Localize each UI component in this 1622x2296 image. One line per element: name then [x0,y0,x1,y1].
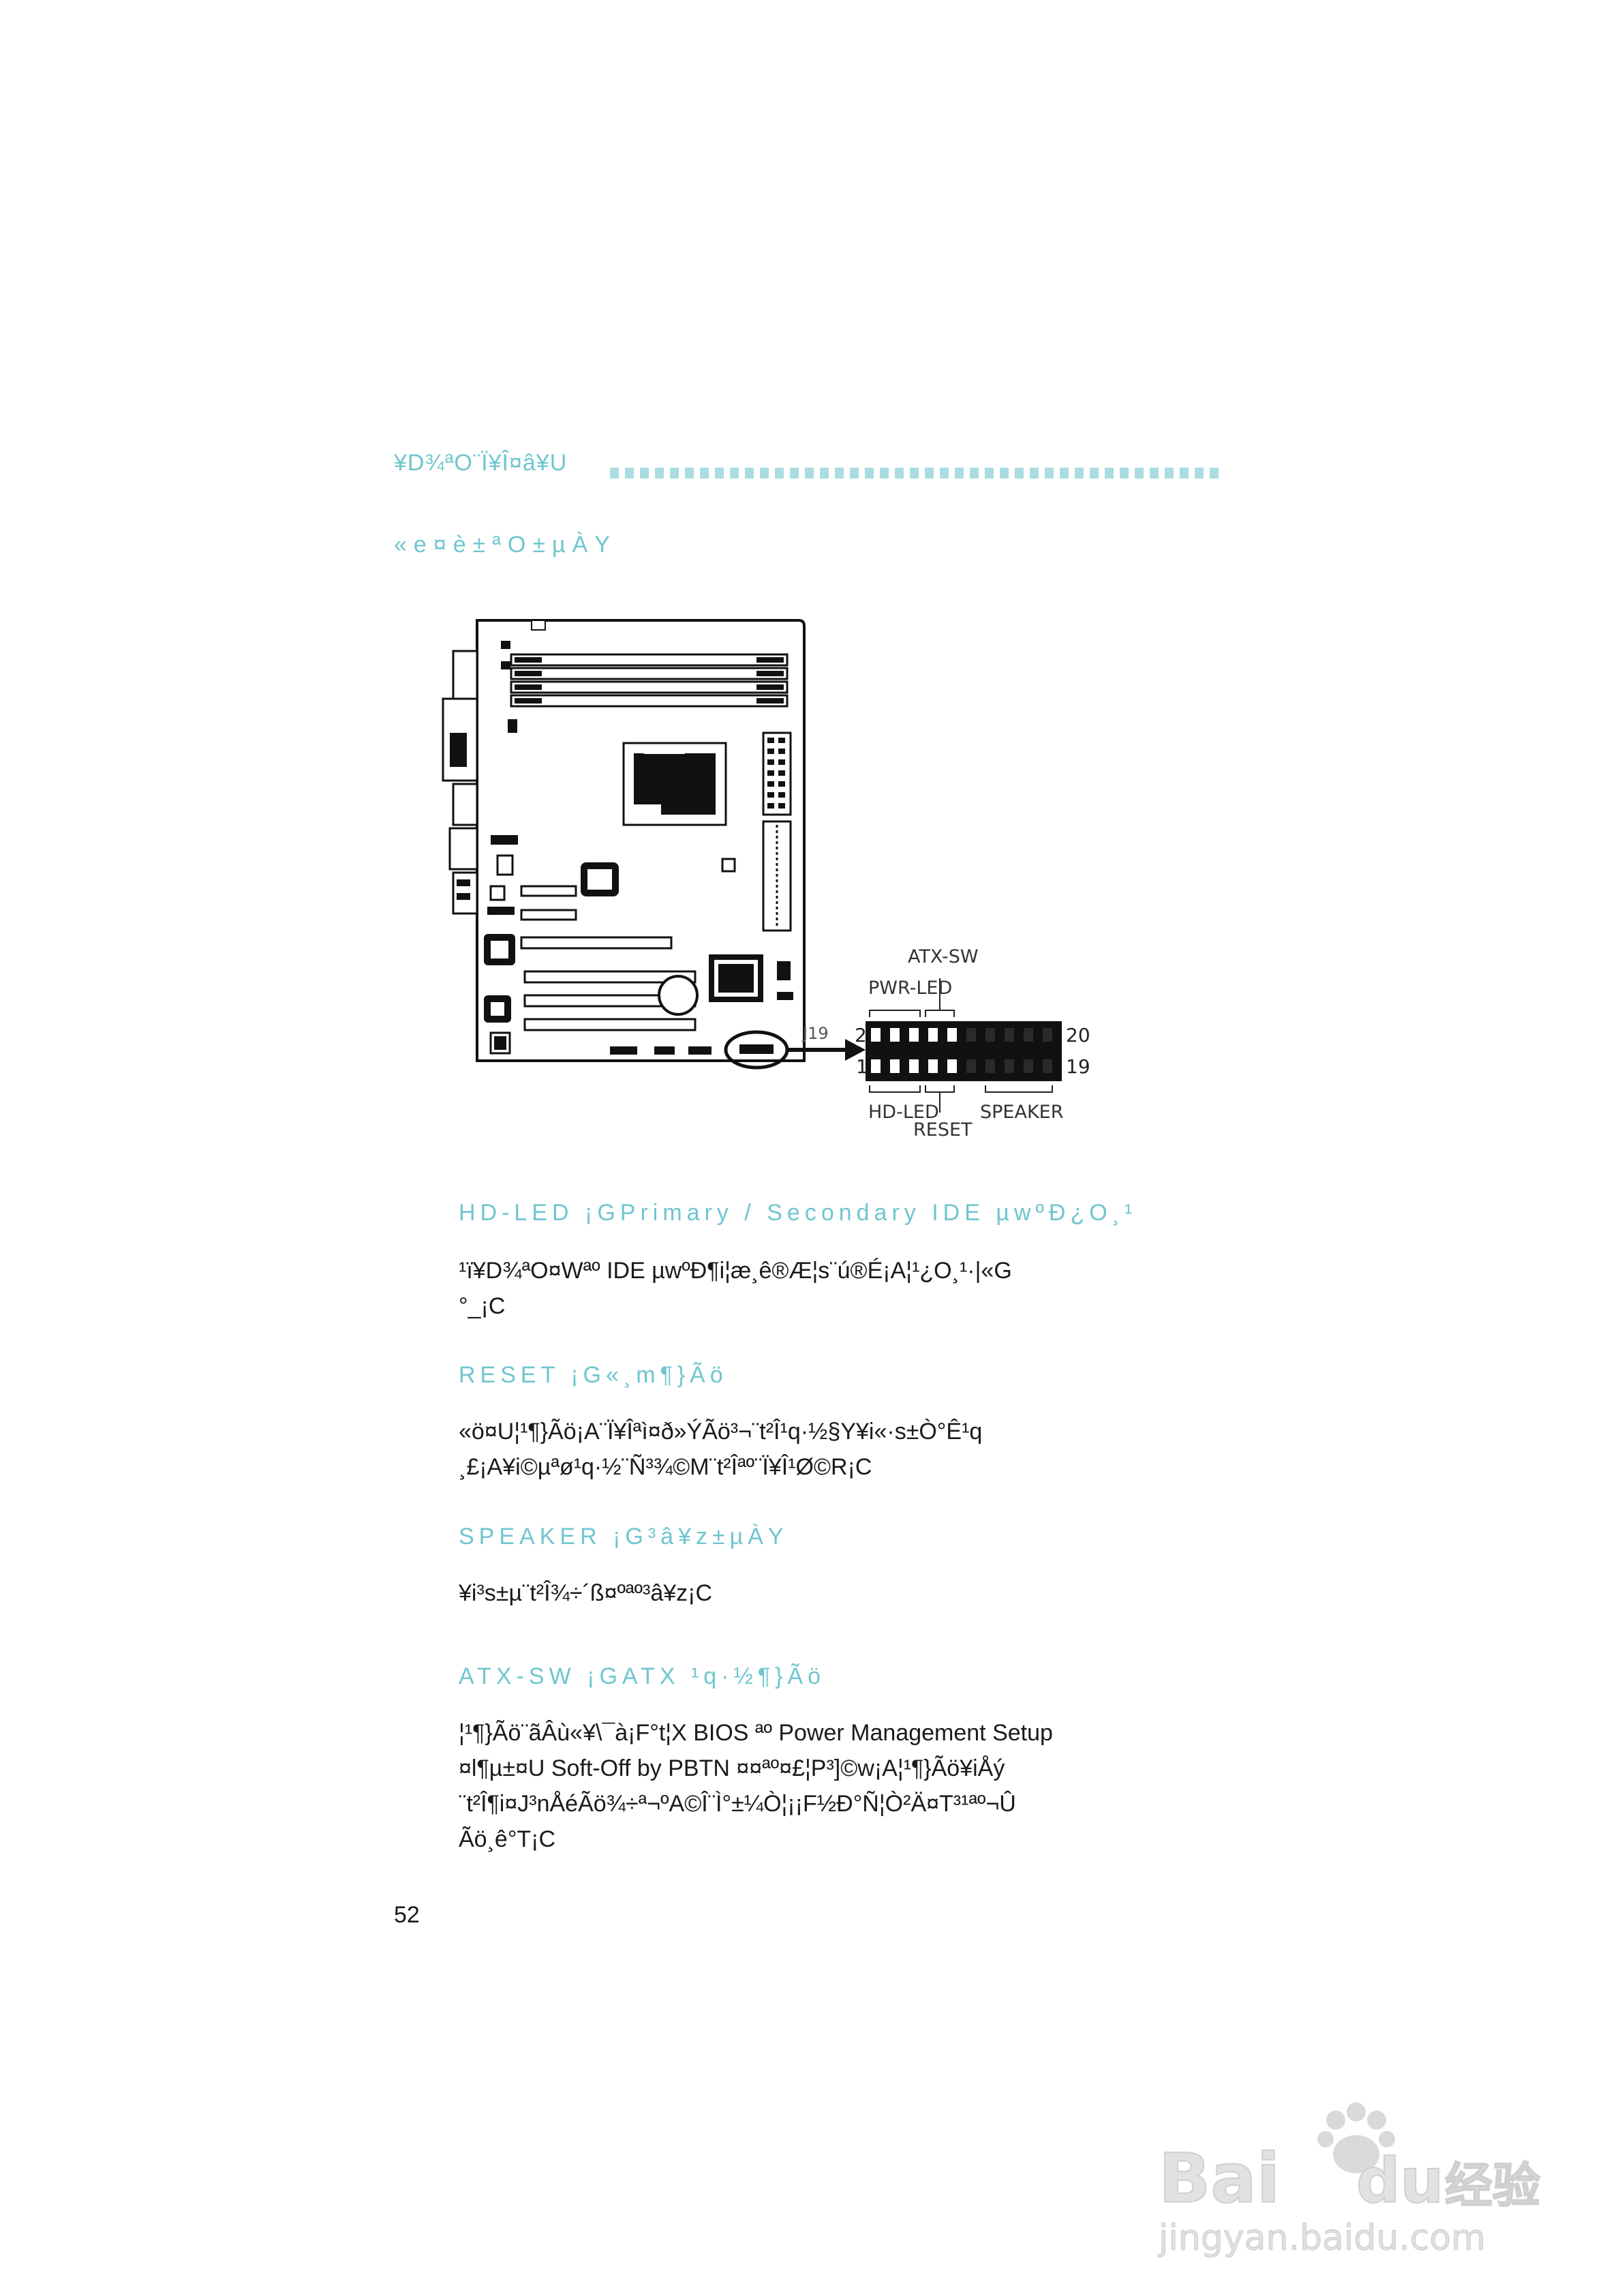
svg-text:经验: 经验 [1445,2158,1540,2214]
pwr-led-bracket [869,1010,921,1017]
j19-label: J19 [801,1024,829,1043]
svg-text:jingyan.baidu.com: jingyan.baidu.com [1158,2218,1486,2259]
chapter-title: ¥D¾ªO¨Ï¥Î¤â¥U [394,450,568,476]
atx-sw-text-line: ¨t²Î¶i¤J³nÅéÃö¾÷ª¬ºA©Î¨Ì°±¼Ò¦¡¡F½Ð°Ñ¦Ò²Ä… [459,1791,1016,1817]
hd-led-heading: HD-LED ¡GPrimary / Secondary IDE µwºÐ¿O¸… [459,1200,1137,1226]
svg-text:Bai: Bai [1159,2139,1280,2218]
atx-sw-bracket [925,1010,955,1017]
rear-port-usb [448,827,478,871]
pwr-led-label: PWR-LED [868,978,952,999]
section-title: «e¤è­±ªO±µÀY [394,532,617,558]
speaker-text-line: ¥i³s±µ¨t²Î¾÷´ß¤ºªº³â¥z¡C [459,1580,713,1606]
pci-slots [520,936,697,1031]
page-number: 52 [394,1902,420,1928]
front-panel-header-enlarged [866,1021,1062,1081]
hd-led-bracket [869,1085,921,1093]
reset-bracket [925,1085,955,1093]
hd-led-text-line: °_¡C [459,1293,506,1319]
reset-heading: RESET ¡G­«¸m¶}Ãö [459,1362,728,1388]
speaker-heading: SPEAKER ¡G³â¥z±µÀY [459,1524,789,1550]
svg-text:du: du [1356,2145,1444,2217]
board-outline [476,619,806,1062]
reset-text-line: ¸£¡A¥i©µªø¹q·½¨Ñ³¾©M¨t²Îªº¨Ï¥Î¹Ø©R¡C [459,1454,872,1480]
pin-1-label: 1 [856,1055,868,1078]
hd-led-text-line: ¹ï¥D¾ªO¤Wªº IDE µwºÐ¶i¦æ¸ê®Æ¦s¨ú®É¡A¦¹¿O… [459,1258,1012,1284]
atx-sw-text-line: ¤l¶µ­±¤U Soft-Off by PBTN ¤¤ªº¤£¦P³]©w¡A… [459,1755,1005,1781]
speaker-bracket [985,1085,1053,1093]
rear-port-lan [452,783,478,826]
reset-label: RESET [913,1119,973,1141]
pin-19-label: 19 [1066,1055,1090,1078]
cmos-battery [658,975,699,1016]
atx-sw-label: ATX-SW [908,946,979,967]
speaker-label: SPEAKER [980,1102,1063,1123]
atx-sw-text-line: Ãö¸ê°T¡C [459,1826,556,1852]
rear-port-top [452,650,478,700]
reset-text-line: «ö¤U¦¹¶}Ãö¡A¨Ï¥Îªì¤ð»ÝÃö³¬¨t²Î¹q·½§Y¥i­«… [459,1419,983,1445]
header-dot-divider [610,468,1220,479]
j19-highlight [724,1030,789,1070]
atx-sw-heading: ATX-SW ¡GATX ¹q·½¶}Ãö [459,1663,826,1689]
atx-sw-text-line: ¦¹¶}Ãö¨ãÂù­«¥\¯à¡F°t¦X BIOS ªº Power Man… [459,1720,1053,1746]
j19-small [739,1044,774,1054]
baidu-watermark-logo: Bai du 经验 jingyan.baidu.com [1158,2102,1541,2259]
motherboard-diagram: J19 2 1 20 19 PWR-LED ATX-SW HD-LED RESE… [442,619,1090,1141]
rear-port-dsub [450,733,467,767]
pin-2-label: 2 [855,1024,867,1046]
dimm-slots [510,653,789,708]
hd-led-label: HD-LED [868,1102,939,1123]
pin-20-label: 20 [1066,1024,1090,1046]
